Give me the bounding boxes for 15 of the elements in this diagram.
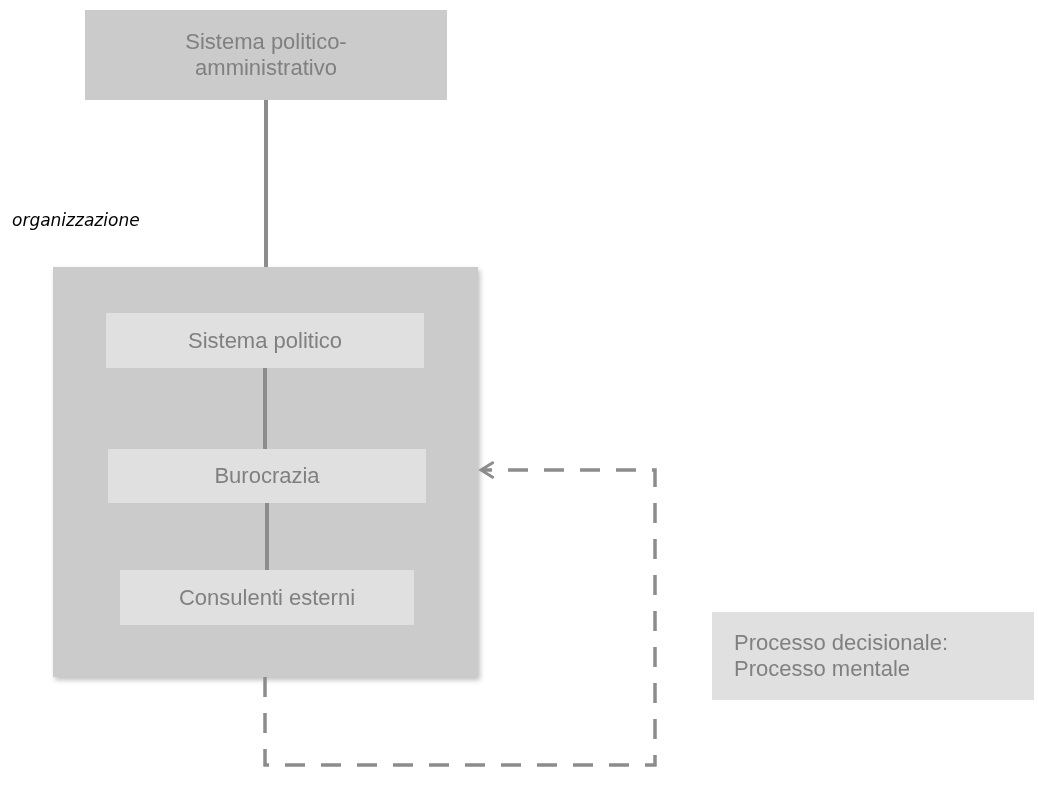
process-box [108,449,426,503]
arrow [263,461,657,767]
node-label: Burocrazia [214,463,320,489]
connector-line [264,100,268,267]
process-box [106,313,424,368]
process-box [120,570,414,625]
process-box [712,612,1034,700]
node-label: Sistema politico [187,327,343,354]
connector-line [263,368,267,449]
group-heading: organizzazione [12,210,140,230]
connector-line [265,503,269,570]
node-label: Sistema politico-amministrativo [184,29,348,81]
node-label: Consulenti esterni [178,584,356,611]
process-box [85,10,447,100]
node-label: Processo decisionale: Processo mentale [734,630,949,682]
